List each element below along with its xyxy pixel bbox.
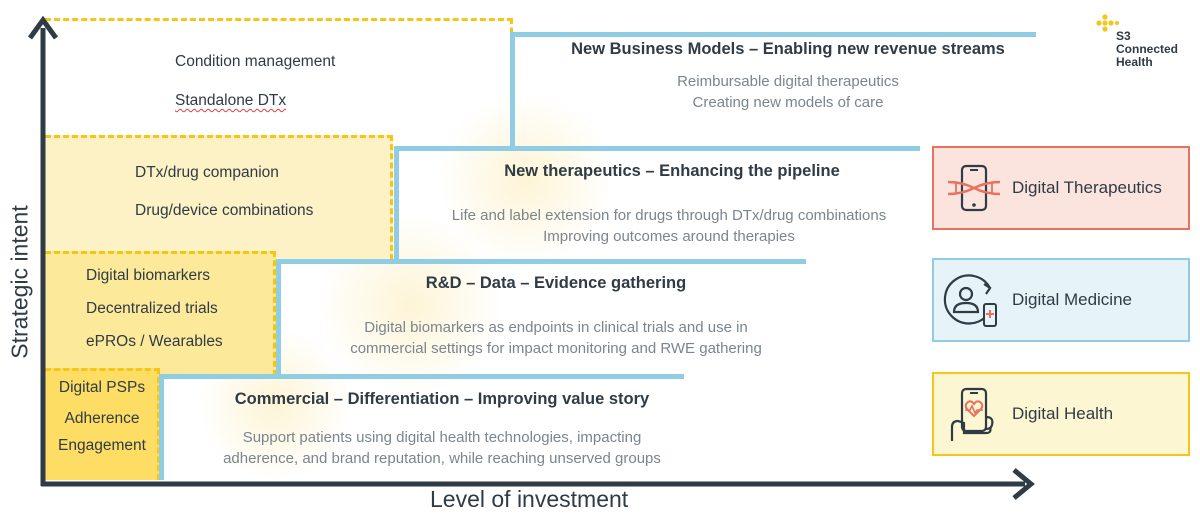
category-digital-health-label: Digital Health xyxy=(1012,404,1114,423)
level3-item-2: Drug/device combinations xyxy=(135,202,314,219)
step-4-desc-line-1: Reimbursable digital therapeutics xyxy=(677,73,899,90)
phone-dna-icon xyxy=(947,164,1001,212)
step-line-2-horizontal xyxy=(276,259,806,264)
y-axis-arrowhead xyxy=(27,15,59,40)
level-2-area xyxy=(45,251,276,376)
step-2-title: R&D – Data – Evidence gathering xyxy=(425,274,687,292)
hand-phone-heart-icon xyxy=(950,387,994,441)
logo-dots-icon xyxy=(1096,14,1119,32)
step-2-desc-line-1: Digital biomarkers as endpoints in clini… xyxy=(364,319,748,336)
step-4-title: New Business Models – Enabling new reven… xyxy=(571,40,1005,58)
level2-item-3: ePROs / Wearables xyxy=(86,333,223,350)
category-digital-therapeutics: Digital Therapeutics xyxy=(932,146,1190,230)
category-digital-therapeutics-label: Digital Therapeutics xyxy=(1012,178,1162,197)
category-digital-medicine: Digital Medicine xyxy=(932,258,1190,342)
step-3-title: New therapeutics – Enhancing the pipelin… xyxy=(504,162,840,180)
step-1-desc-line-2: adherence, and brand reputation, while r… xyxy=(223,450,661,467)
x-axis-label: Level of investment xyxy=(430,486,629,512)
level1-item-2: Adherence xyxy=(64,410,140,427)
level-1-area xyxy=(45,368,160,480)
level1-item-3: Engagement xyxy=(58,437,146,454)
level4-item-2: Standalone DTx xyxy=(175,92,286,110)
logo: S3 Connected Health xyxy=(1092,14,1192,74)
y-axis-label: Strategic intent xyxy=(6,205,33,359)
category-digital-health: Digital Health xyxy=(932,372,1190,456)
level4-item-1: Condition management xyxy=(175,53,336,70)
category-digital-medicine-label: Digital Medicine xyxy=(1012,290,1132,309)
step-line-3-vertical xyxy=(394,146,399,264)
step-line-4-horizontal xyxy=(510,32,1036,37)
step-line-3-horizontal xyxy=(394,146,920,151)
step-line-1-horizontal xyxy=(159,374,684,379)
step-line-2-vertical xyxy=(276,259,281,377)
x-axis-arrowhead xyxy=(1012,468,1035,500)
logo-line-2: Connected xyxy=(1116,42,1179,56)
logo-line-3: Health xyxy=(1116,55,1153,69)
person-phone-icon xyxy=(943,274,997,327)
step-1-desc-line-1: Support patients using digital health te… xyxy=(242,429,642,446)
level3-item-1: DTx/drug companion xyxy=(135,164,279,181)
step-line-4-vertical xyxy=(510,32,515,150)
step-1-title: Commercial – Differentiation – Improving… xyxy=(234,390,650,408)
level1-item-1: Digital PSPs xyxy=(58,379,146,396)
step-2-desc-line-2: commercial settings for impact monitorin… xyxy=(350,340,762,357)
step-3-desc-line-2: Improving outcomes around therapies xyxy=(543,228,795,245)
step-3-desc-line-1: Life and label extension for drugs throu… xyxy=(451,207,887,224)
level-3-area xyxy=(45,135,393,260)
level2-item-2: Decentralized trials xyxy=(86,300,218,317)
level2-item-1: Digital biomarkers xyxy=(86,267,211,284)
logo-line-1: S3 xyxy=(1116,29,1131,43)
level4-item-2-text: Standalone DTx xyxy=(175,92,287,109)
step-4-desc-line-2: Creating new models of care xyxy=(692,94,884,111)
step-line-1-vertical xyxy=(159,374,164,480)
